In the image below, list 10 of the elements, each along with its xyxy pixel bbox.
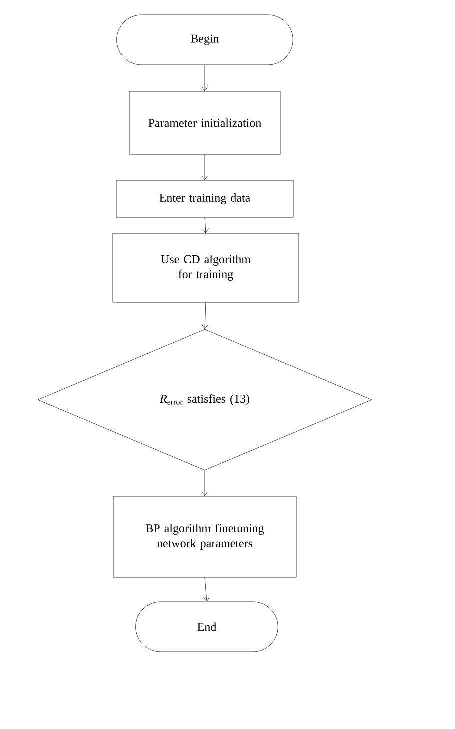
process-box: Enter training data [116, 180, 294, 218]
arrow [202, 470, 208, 496]
process-box: Parameter initialization [129, 91, 281, 155]
arrow [202, 302, 208, 330]
arrow [203, 578, 210, 602]
arrow [202, 154, 208, 180]
process-box: BP algorithm finetuning network parameters [113, 496, 297, 578]
process-box: Use CD algorithm for training [112, 233, 300, 303]
arrow [202, 65, 208, 92]
arrow [202, 218, 209, 234]
